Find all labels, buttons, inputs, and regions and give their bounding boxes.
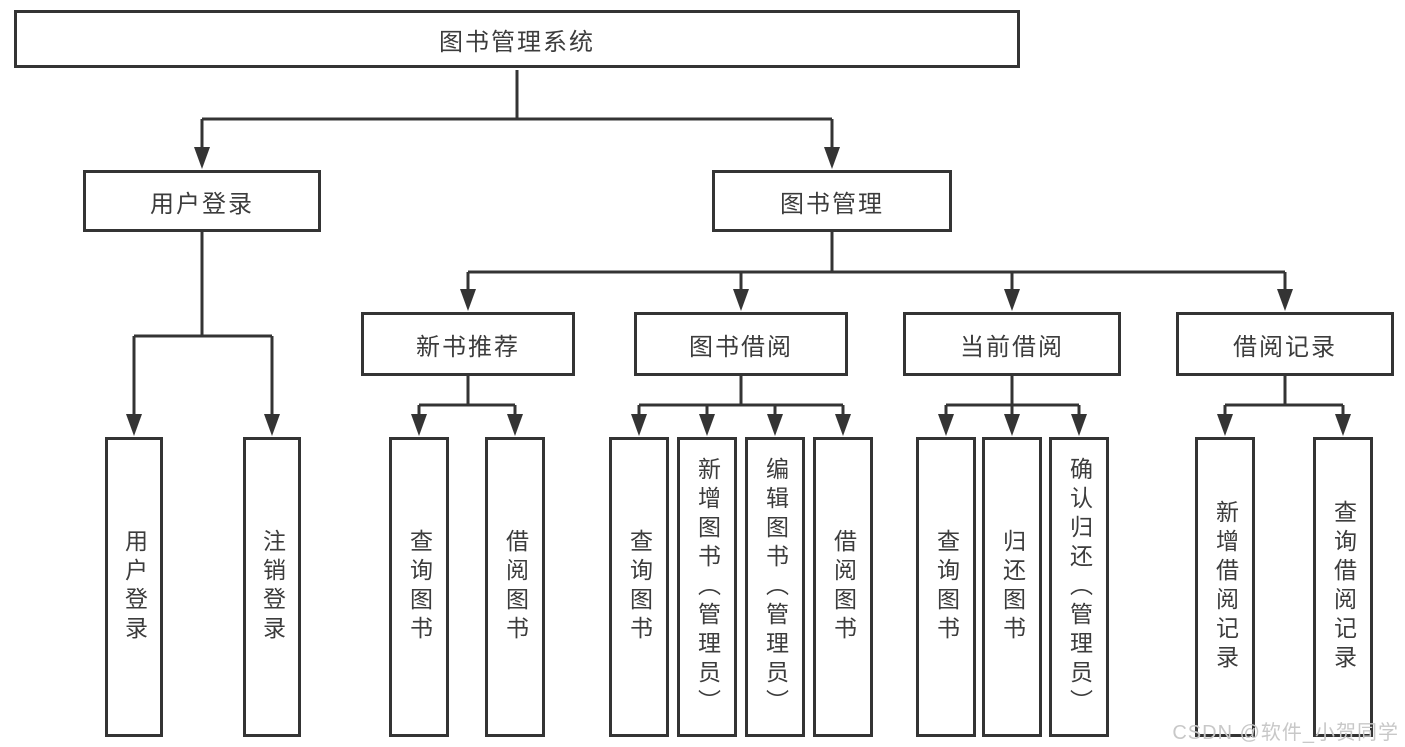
leaf-label: 确认归还（管理员）: [1066, 456, 1093, 718]
leaf-edit-book-admin: 编辑图书（管理员）: [745, 437, 805, 737]
leaf-label: 查询图书: [406, 529, 433, 645]
leaf-label: 注销登录: [259, 529, 286, 645]
node-label: 图书管理: [780, 190, 884, 218]
node-current-borrowing: 当前借阅: [903, 312, 1121, 376]
leaf-query-books-current: 查询图书: [916, 437, 976, 737]
node-label: 当前借阅: [960, 333, 1064, 361]
csdn-watermark: CSDN @软件_小贺同学: [1172, 722, 1399, 744]
node-user-login: 用户登录: [83, 170, 321, 232]
leaf-logout: 注销登录: [243, 437, 301, 737]
leaf-query-books-borrow: 查询图书: [609, 437, 669, 737]
leaf-add-borrow-record: 新增借阅记录: [1195, 437, 1255, 737]
leaf-confirm-return-admin: 确认归还（管理员）: [1049, 437, 1109, 737]
node-label: 图书管理系统: [439, 28, 595, 56]
node-borrowing-records: 借阅记录: [1176, 312, 1394, 376]
leaf-label: 查询借阅记录: [1330, 500, 1357, 674]
node-label: 新书推荐: [416, 333, 520, 361]
leaf-label: 新增借阅记录: [1212, 500, 1239, 674]
leaf-label: 编辑图书（管理员）: [762, 456, 789, 718]
leaf-label: 归还图书: [999, 529, 1026, 645]
node-label: 用户登录: [150, 190, 254, 218]
arrowheads: [126, 147, 1351, 436]
leaf-user-login: 用户登录: [105, 437, 163, 737]
leaf-label: 借阅图书: [830, 529, 857, 645]
leaf-query-books-recommend: 查询图书: [389, 437, 449, 737]
leaf-query-borrow-record: 查询借阅记录: [1313, 437, 1373, 737]
leaf-label: 借阅图书: [502, 529, 529, 645]
node-book-management: 图书管理: [712, 170, 952, 232]
leaf-label: 查询图书: [626, 529, 653, 645]
leaf-label: 用户登录: [121, 529, 148, 645]
node-library-management-system: 图书管理系统: [14, 10, 1020, 68]
leaf-label: 新增图书（管理员）: [694, 456, 721, 718]
node-new-book-recommendation: 新书推荐: [361, 312, 575, 376]
leaf-add-book-admin: 新增图书（管理员）: [677, 437, 737, 737]
node-label: 图书借阅: [689, 333, 793, 361]
leaf-borrow-books: 借阅图书: [813, 437, 873, 737]
leaf-borrow-books-recommend: 借阅图书: [485, 437, 545, 737]
leaf-label: 查询图书: [933, 529, 960, 645]
node-book-borrowing: 图书借阅: [634, 312, 848, 376]
leaf-return-books: 归还图书: [982, 437, 1042, 737]
node-label: 借阅记录: [1233, 333, 1337, 361]
